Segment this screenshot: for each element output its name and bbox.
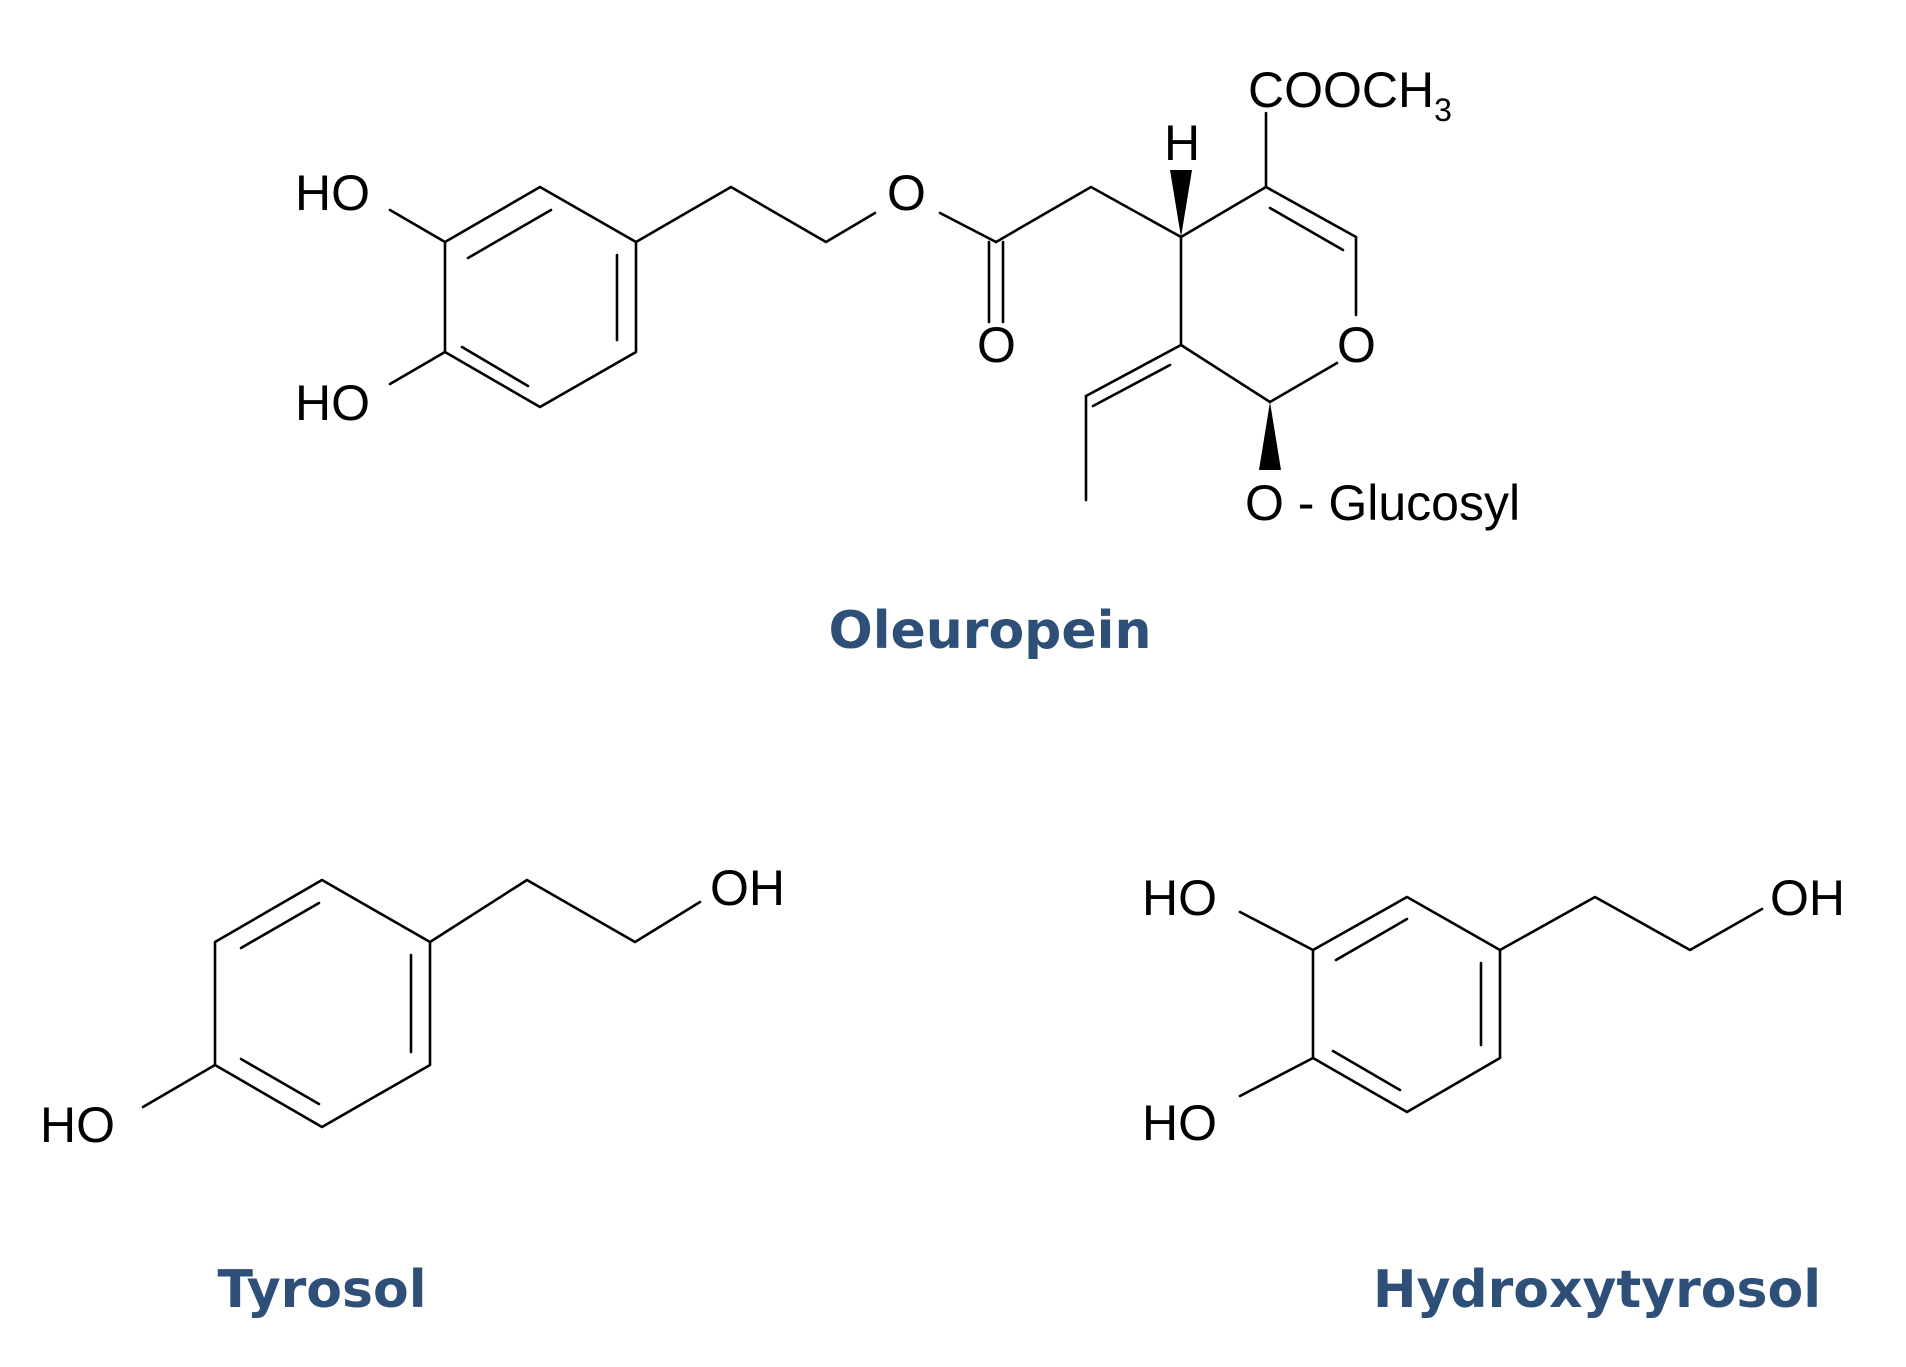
oleuropein-ho-top-bond [388,208,447,244]
hydroxytyrosol-title: Hydroxytyrosol [1373,1260,1821,1320]
oleuropein-stereo-h-label: H [1164,115,1200,171]
oleuropein-structure: HO HO O O H COOCH3 O O - Glucosyl Oleuro… [295,62,1520,661]
oleuropein-ester-oxygen-label: O [887,165,926,221]
oleuropein-glucosyl-label: O - Glucosyl [1245,475,1520,531]
oleuropein-stereo-wedge-h [1170,170,1192,237]
oleuropein-ho-top-label: HO [295,165,370,221]
hydroxytyrosol-structure: HO HO OH Hydroxytyrosol [1142,870,1845,1320]
oleuropein-benzene-ring [443,185,638,409]
tyrosol-title: Tyrosol [217,1260,426,1320]
tyrosol-structure: OH HO Tyrosol [40,860,785,1320]
dihydropyran-ring [1179,185,1358,404]
tyrosol-ho-label: HO [40,1097,115,1153]
oleuropein-stereo-wedge-glucosyl [1259,402,1281,470]
oleuropein-title: Oleuropein [828,601,1151,661]
oleuropein-ethyl-chain [634,185,877,244]
oleuropein-carbonyl-oxygen-label: O [977,317,1016,373]
oleuropein-ring-oxygen-label: O [1337,317,1376,373]
hydroxytyrosol-ho-top-bond [1238,910,1315,952]
hydroxytyrosol-benzene-ring [1311,895,1502,1114]
hydroxytyrosol-ho-bottom-bond [1238,1056,1315,1098]
tyrosol-ho-bond [141,1063,217,1109]
tyrosol-ethyl-chain [428,878,702,944]
ethylidene-double-bond [1084,343,1183,398]
tyrosol-benzene-ring [213,878,432,1129]
oleuropein-ester-group-label: COOCH3 [1248,62,1452,128]
hydroxytyrosol-ethyl-chain [1498,895,1764,952]
hydroxytyrosol-oh-label: OH [1770,870,1845,926]
oleuropein-ho-bottom-bond [388,350,447,386]
tyrosol-oh-label: OH [710,860,785,916]
oleuropein-ho-bottom-label: HO [295,375,370,431]
hydroxytyrosol-ho-top-label: HO [1142,870,1217,926]
hydroxytyrosol-ho-bottom-label: HO [1142,1095,1217,1151]
